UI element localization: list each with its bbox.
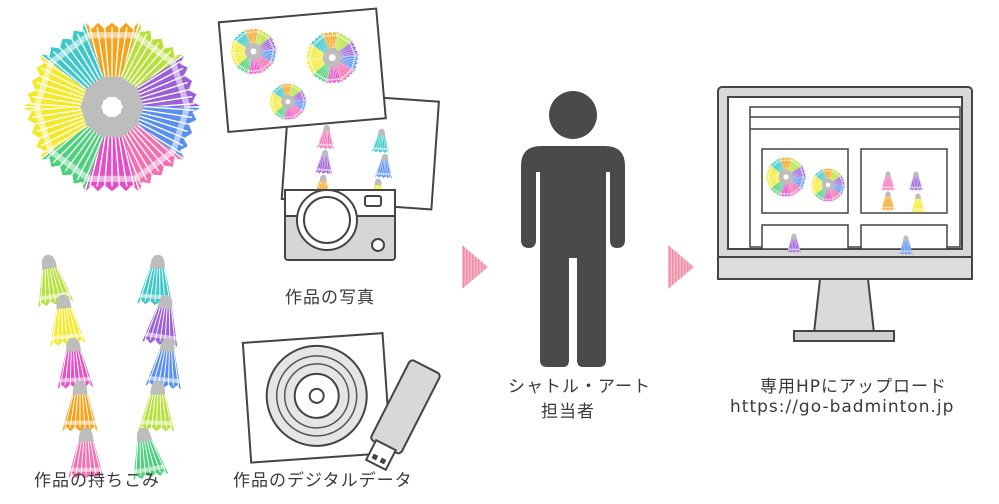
shuttlecock-icon [114, 23, 183, 101]
shuttlecock-icon [23, 103, 104, 159]
label-photo: 作品の写真 [285, 288, 375, 308]
shuttlecock-icon [235, 53, 254, 75]
shuttlecock-icon [814, 168, 828, 184]
shuttlecock-icon [57, 337, 94, 390]
shuttlecock-icon [335, 40, 360, 58]
shuttlecock-icon [50, 294, 86, 347]
shuttlecock-icon [810, 184, 827, 196]
label-person-role: 担当者 [541, 402, 595, 422]
arrow-right-icon-2 [668, 245, 694, 289]
shuttlecock-icon [828, 186, 842, 202]
shuttlecock-icon [254, 52, 274, 74]
shuttlecock-icon [233, 29, 253, 50]
shuttlecock-icon [765, 165, 784, 178]
shuttlecock-icon [769, 157, 786, 176]
shuttlecock-icon [788, 176, 807, 189]
shuttlecock-icon [133, 427, 169, 481]
shuttlecock-icon [911, 193, 925, 213]
shuttlecock-icon [305, 44, 330, 60]
digital-data-illustration [241, 332, 441, 472]
shuttlecock-icon [335, 55, 360, 72]
shuttlecock-icon [787, 233, 801, 253]
shuttlecock-icon [138, 380, 175, 432]
shuttlecock-icon [322, 31, 338, 55]
shuttlecock-icon [269, 92, 286, 104]
shuttlecock-icon [374, 154, 392, 179]
shuttlecock-icon [769, 178, 786, 197]
shuttlecock-icon [829, 174, 846, 186]
shuttlecock-icon [289, 89, 307, 102]
shuttlecock-icon [256, 49, 278, 64]
shuttlecock-icon [273, 103, 288, 121]
shuttlecock-icon [788, 165, 807, 178]
shuttlecock-stacks [38, 254, 181, 481]
shuttlecock-icon [315, 149, 333, 175]
shuttlecock-icon [371, 128, 389, 154]
shuttlecock-icon [229, 39, 251, 54]
shuttlecock-icon [244, 28, 259, 49]
shuttlecock-icon [316, 124, 334, 150]
shuttlecock-icon [822, 187, 834, 202]
shuttlecock-icon [288, 83, 303, 100]
shuttlecock-icon [779, 179, 793, 197]
label-url: https://go-badminton.jp [730, 397, 955, 417]
shuttlecock-icon [881, 171, 895, 191]
label-upload: 専用HPにアップロード [760, 377, 948, 397]
shuttlecock-icon [305, 57, 330, 75]
shuttlecock-icon [145, 337, 181, 390]
label-person: シャトル・アート [508, 377, 651, 397]
label-digital: 作品のデジタルデータ [233, 471, 413, 491]
arrow-right-icon-1 [462, 245, 488, 289]
shuttlecock-icon [68, 427, 104, 479]
shuttlecock-icon [309, 32, 332, 56]
shuttlecock-icon [229, 51, 252, 67]
monitor-icon [717, 86, 973, 342]
shuttlecock-icon [271, 84, 288, 101]
shuttlecock-icon [280, 83, 292, 100]
shuttlecock-icon [41, 23, 110, 101]
shuttlecock-icon [120, 55, 201, 111]
shuttlecock-icon [899, 235, 913, 255]
shuttlecock-icon [881, 191, 895, 211]
shuttlecock-icon [909, 171, 923, 191]
person-icon [521, 91, 625, 367]
shuttlecock-icon [333, 59, 356, 83]
photos-illustration [217, 7, 440, 211]
label-bring-in: 作品の持ちこみ [34, 471, 160, 491]
shuttlecock-icon [822, 168, 834, 183]
shuttlecock-wheel [23, 22, 201, 192]
camera-icon [284, 189, 396, 261]
shuttlecock-icon [114, 113, 183, 191]
shuttlecock-icon [62, 380, 98, 432]
shuttlecock-icon [41, 113, 110, 191]
usb-stick-icon [364, 359, 441, 472]
shuttlecock-icon [810, 174, 827, 186]
